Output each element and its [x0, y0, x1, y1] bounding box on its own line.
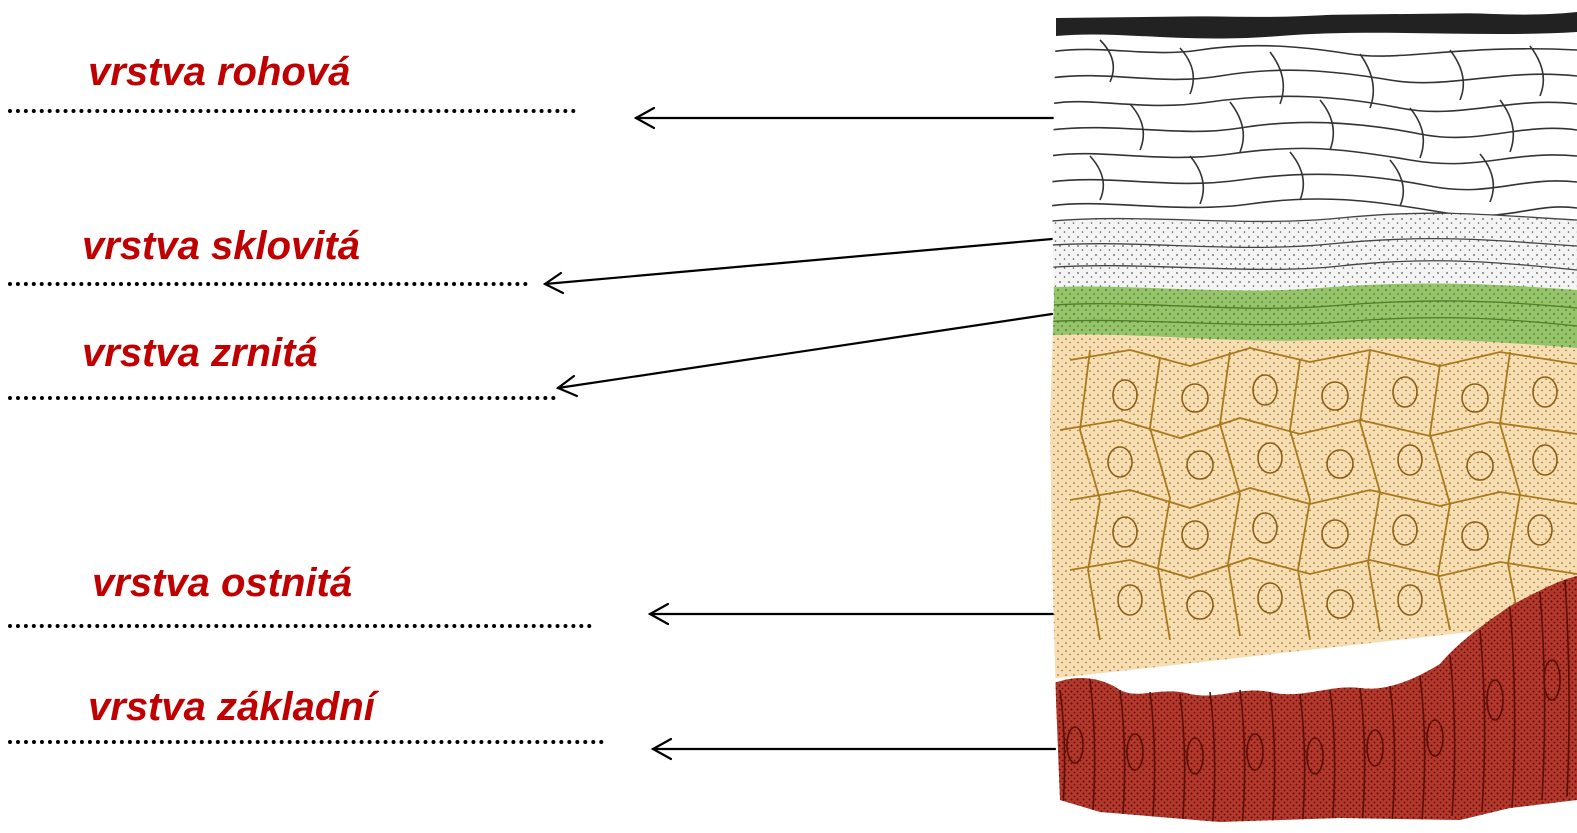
arrow-stratum-corneum — [636, 108, 1055, 128]
arrow-stratum-lucidum — [545, 239, 1052, 293]
arrow-stratum-spinosum — [650, 604, 1055, 624]
arrow-stratum-basale — [653, 739, 1055, 759]
epidermis-illustration — [1040, 0, 1577, 833]
arrow-stratum-granulosum — [558, 314, 1052, 396]
layer-stratum-lucidum — [1040, 213, 1577, 296]
layer-stratum-corneum — [1040, 11, 1577, 223]
